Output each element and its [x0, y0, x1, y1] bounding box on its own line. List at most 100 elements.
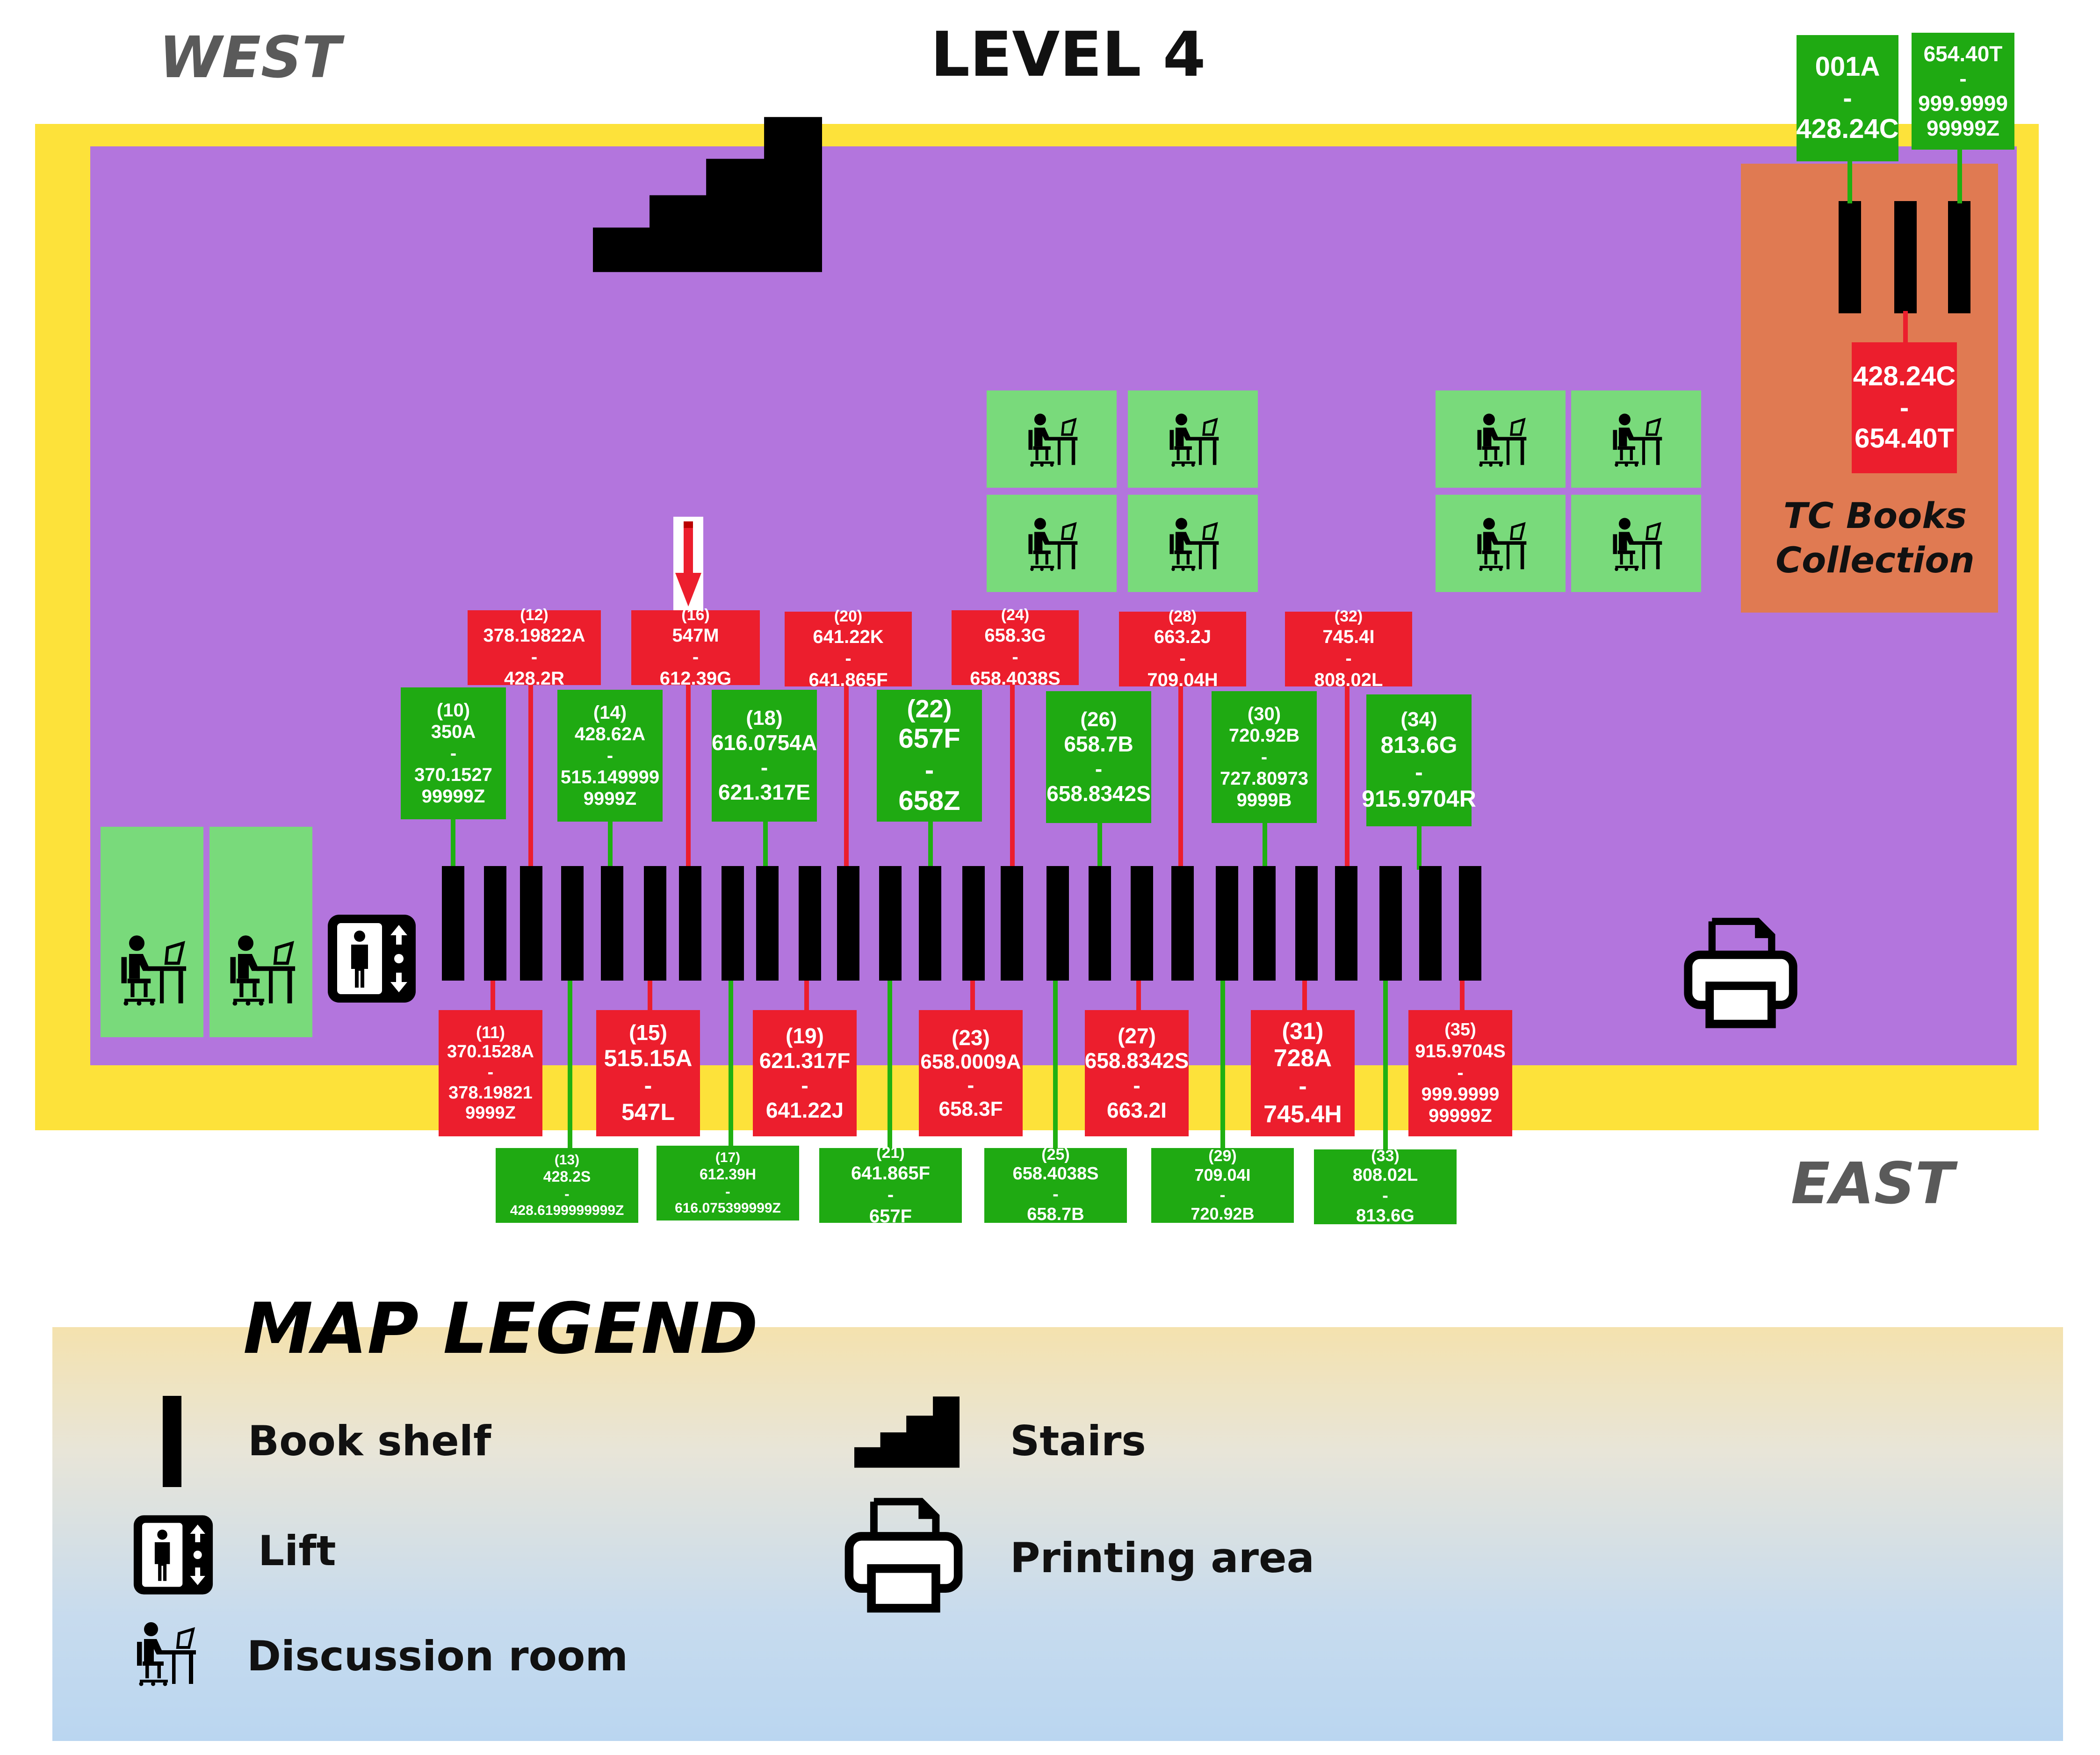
shelf-range-label[interactable]: (34)813.6G-915.9704R [1362, 694, 1476, 826]
bookshelf [601, 866, 623, 981]
shelf-range-num: (32) [1334, 607, 1363, 626]
shelf-range-num: (19) [786, 1024, 824, 1048]
shelf-range-to: 808.02L [1314, 669, 1383, 690]
shelf-range-label[interactable]: (18)616.0754A-621.317E [712, 690, 817, 822]
shelf-range-dash: - [725, 1183, 730, 1200]
shelf-range-label[interactable]: (13)428.2S-428.6199999999Z [496, 1148, 638, 1223]
legend-bookshelf-icon [163, 1396, 181, 1487]
connector [1136, 980, 1141, 1010]
lift-icon [133, 1515, 213, 1595]
shelf-range-dash: - [801, 1073, 808, 1098]
connector [1010, 685, 1015, 870]
shelf-range-label[interactable]: (25)658.4038S-658.7B [984, 1146, 1127, 1224]
shelf-range-label[interactable]: (16)547M-612.39G [631, 606, 760, 689]
shelf-range-label[interactable]: (17)612.39H-616.075399999Z [657, 1146, 799, 1221]
connector [1903, 311, 1908, 344]
discussion-room[interactable] [987, 390, 1117, 488]
shelf-range-to: 428.2R [504, 668, 564, 689]
shelf-range-dash: - [1415, 758, 1423, 785]
shelf-range-label[interactable]: (33)808.02L-813.6G [1314, 1147, 1457, 1226]
shelf-range-label[interactable]: (15)515.15A-547L [596, 1010, 700, 1136]
discussion-room[interactable] [1436, 495, 1566, 592]
shelf-range-dash: - [1382, 1185, 1388, 1206]
tc-shelf-range-label: 428.24C - 654.40T [1852, 342, 1957, 473]
shelf-range-label[interactable]: (30)720.92B-727.80973 9999B [1212, 691, 1317, 823]
person-at-desk-icon [1013, 514, 1091, 573]
shelf-range-dash: - [1261, 747, 1268, 767]
connector [491, 980, 495, 1010]
shelf-range-dash: - [1179, 648, 1186, 669]
shelf-range-label[interactable]: (12)378.19822A-428.2R [468, 606, 601, 689]
person-at-desk-icon [1462, 514, 1540, 573]
discussion-room[interactable] [209, 827, 312, 1037]
lift-icon[interactable] [324, 912, 420, 1005]
shelf-range-label[interactable]: (32)745.4I-808.02L [1285, 607, 1412, 690]
connector [608, 822, 613, 870]
connector [804, 980, 809, 1010]
discussion-room[interactable] [1128, 390, 1258, 488]
connector [568, 980, 572, 1148]
shelf-range-label[interactable]: (11)370.1528A-378.19821 9999Z [439, 1010, 542, 1136]
bookshelf [919, 866, 941, 981]
person-at-desk-icon [130, 1618, 200, 1688]
shelf-range-from: 915.9704S [1415, 1040, 1506, 1062]
shelf-range-num: (10) [436, 700, 470, 721]
connector [648, 980, 652, 1010]
person-at-desk-icon [1013, 410, 1091, 469]
discussion-room[interactable] [1571, 390, 1701, 488]
shelf-range-from: 813.6G [1380, 732, 1458, 758]
discussion-room[interactable] [1436, 390, 1566, 488]
shelf-range-to: 915.9704R [1362, 786, 1476, 812]
shelf-range-from: 641.22K [813, 626, 884, 647]
shelf-range-dash: - [450, 743, 457, 764]
shelf-range-from: 658.8342S [1084, 1048, 1189, 1073]
printer-icon[interactable] [1681, 912, 1800, 1031]
bookshelf [1131, 866, 1153, 981]
bookshelf [644, 866, 666, 981]
shelf-range-to: 547L [621, 1099, 675, 1126]
discussion-room[interactable] [1128, 495, 1258, 592]
shelf-range-label[interactable]: (27)658.8342S-663.2I [1085, 1010, 1189, 1136]
connector [1417, 826, 1422, 870]
shelf-range-label[interactable]: (22)657F-658Z [877, 690, 982, 822]
person-at-desk-icon [1597, 410, 1675, 469]
shelf-range-label[interactable]: (14)428.62A-515.149999 9999Z [557, 690, 663, 822]
shelf-range-label[interactable]: (23)658.0009A-658.3F [919, 1010, 1023, 1136]
discussion-room[interactable] [1571, 495, 1701, 592]
connector [528, 685, 533, 870]
legend-lift-label: Lift [258, 1527, 336, 1575]
stairs-icon [593, 117, 822, 272]
bookshelf [679, 866, 701, 981]
bookshelf [1171, 866, 1194, 981]
shelf-range-num: (18) [746, 707, 783, 730]
shelf-range-label[interactable]: (19)621.317F-641.22J [753, 1010, 857, 1136]
shelf-range-num: (20) [834, 607, 863, 626]
shelf-range-label[interactable]: (10)350A-370.1527 99999Z [401, 687, 506, 819]
shelf-range-to: 370.1527 99999Z [414, 765, 492, 807]
shelf-range-label[interactable]: (29)709.04I-720.92B [1151, 1147, 1294, 1223]
bookshelf [837, 866, 859, 981]
discussion-room[interactable] [987, 495, 1117, 592]
discussion-room[interactable] [101, 827, 203, 1037]
shelf-range-label[interactable]: (31)728A-745.4H [1251, 1010, 1355, 1136]
shelf-range-label[interactable]: (21)641.865F-657F [819, 1144, 962, 1227]
shelf-range-num: (21) [876, 1144, 905, 1162]
shelf-range-from: 658.7B [1064, 731, 1133, 756]
connector [844, 686, 849, 870]
shelf-range-label[interactable]: (20)641.22K-641.865F [785, 607, 912, 690]
shelf-range-label[interactable]: (24)658.3G-658.4038S [952, 606, 1079, 689]
red-down-arrow-icon [675, 521, 701, 607]
shelf-range-to: 657F [869, 1206, 912, 1227]
shelf-range-from: 370.1528A [447, 1042, 534, 1062]
shelf-range-label[interactable]: (26)658.7B-658.8342S [1046, 691, 1151, 823]
shelf-range-label[interactable]: (35)915.9704S-999.9999 99999Z [1408, 1010, 1512, 1136]
legend-title: MAP LEGEND [243, 1288, 758, 1370]
shelf-range-num: (13) [554, 1152, 580, 1168]
shelf-range-dash: - [1133, 1073, 1140, 1098]
shelf-range-dash: - [531, 646, 538, 667]
tc-bookshelf [1948, 201, 1970, 313]
shelf-range-label[interactable]: (28)663.2J-709.04H [1119, 607, 1246, 690]
bookshelf [879, 866, 902, 981]
shelf-range-to: 641.22J [765, 1098, 844, 1122]
tc-shelf-range-label: 654.40T - 999.9999 99999Z [1912, 33, 2014, 150]
